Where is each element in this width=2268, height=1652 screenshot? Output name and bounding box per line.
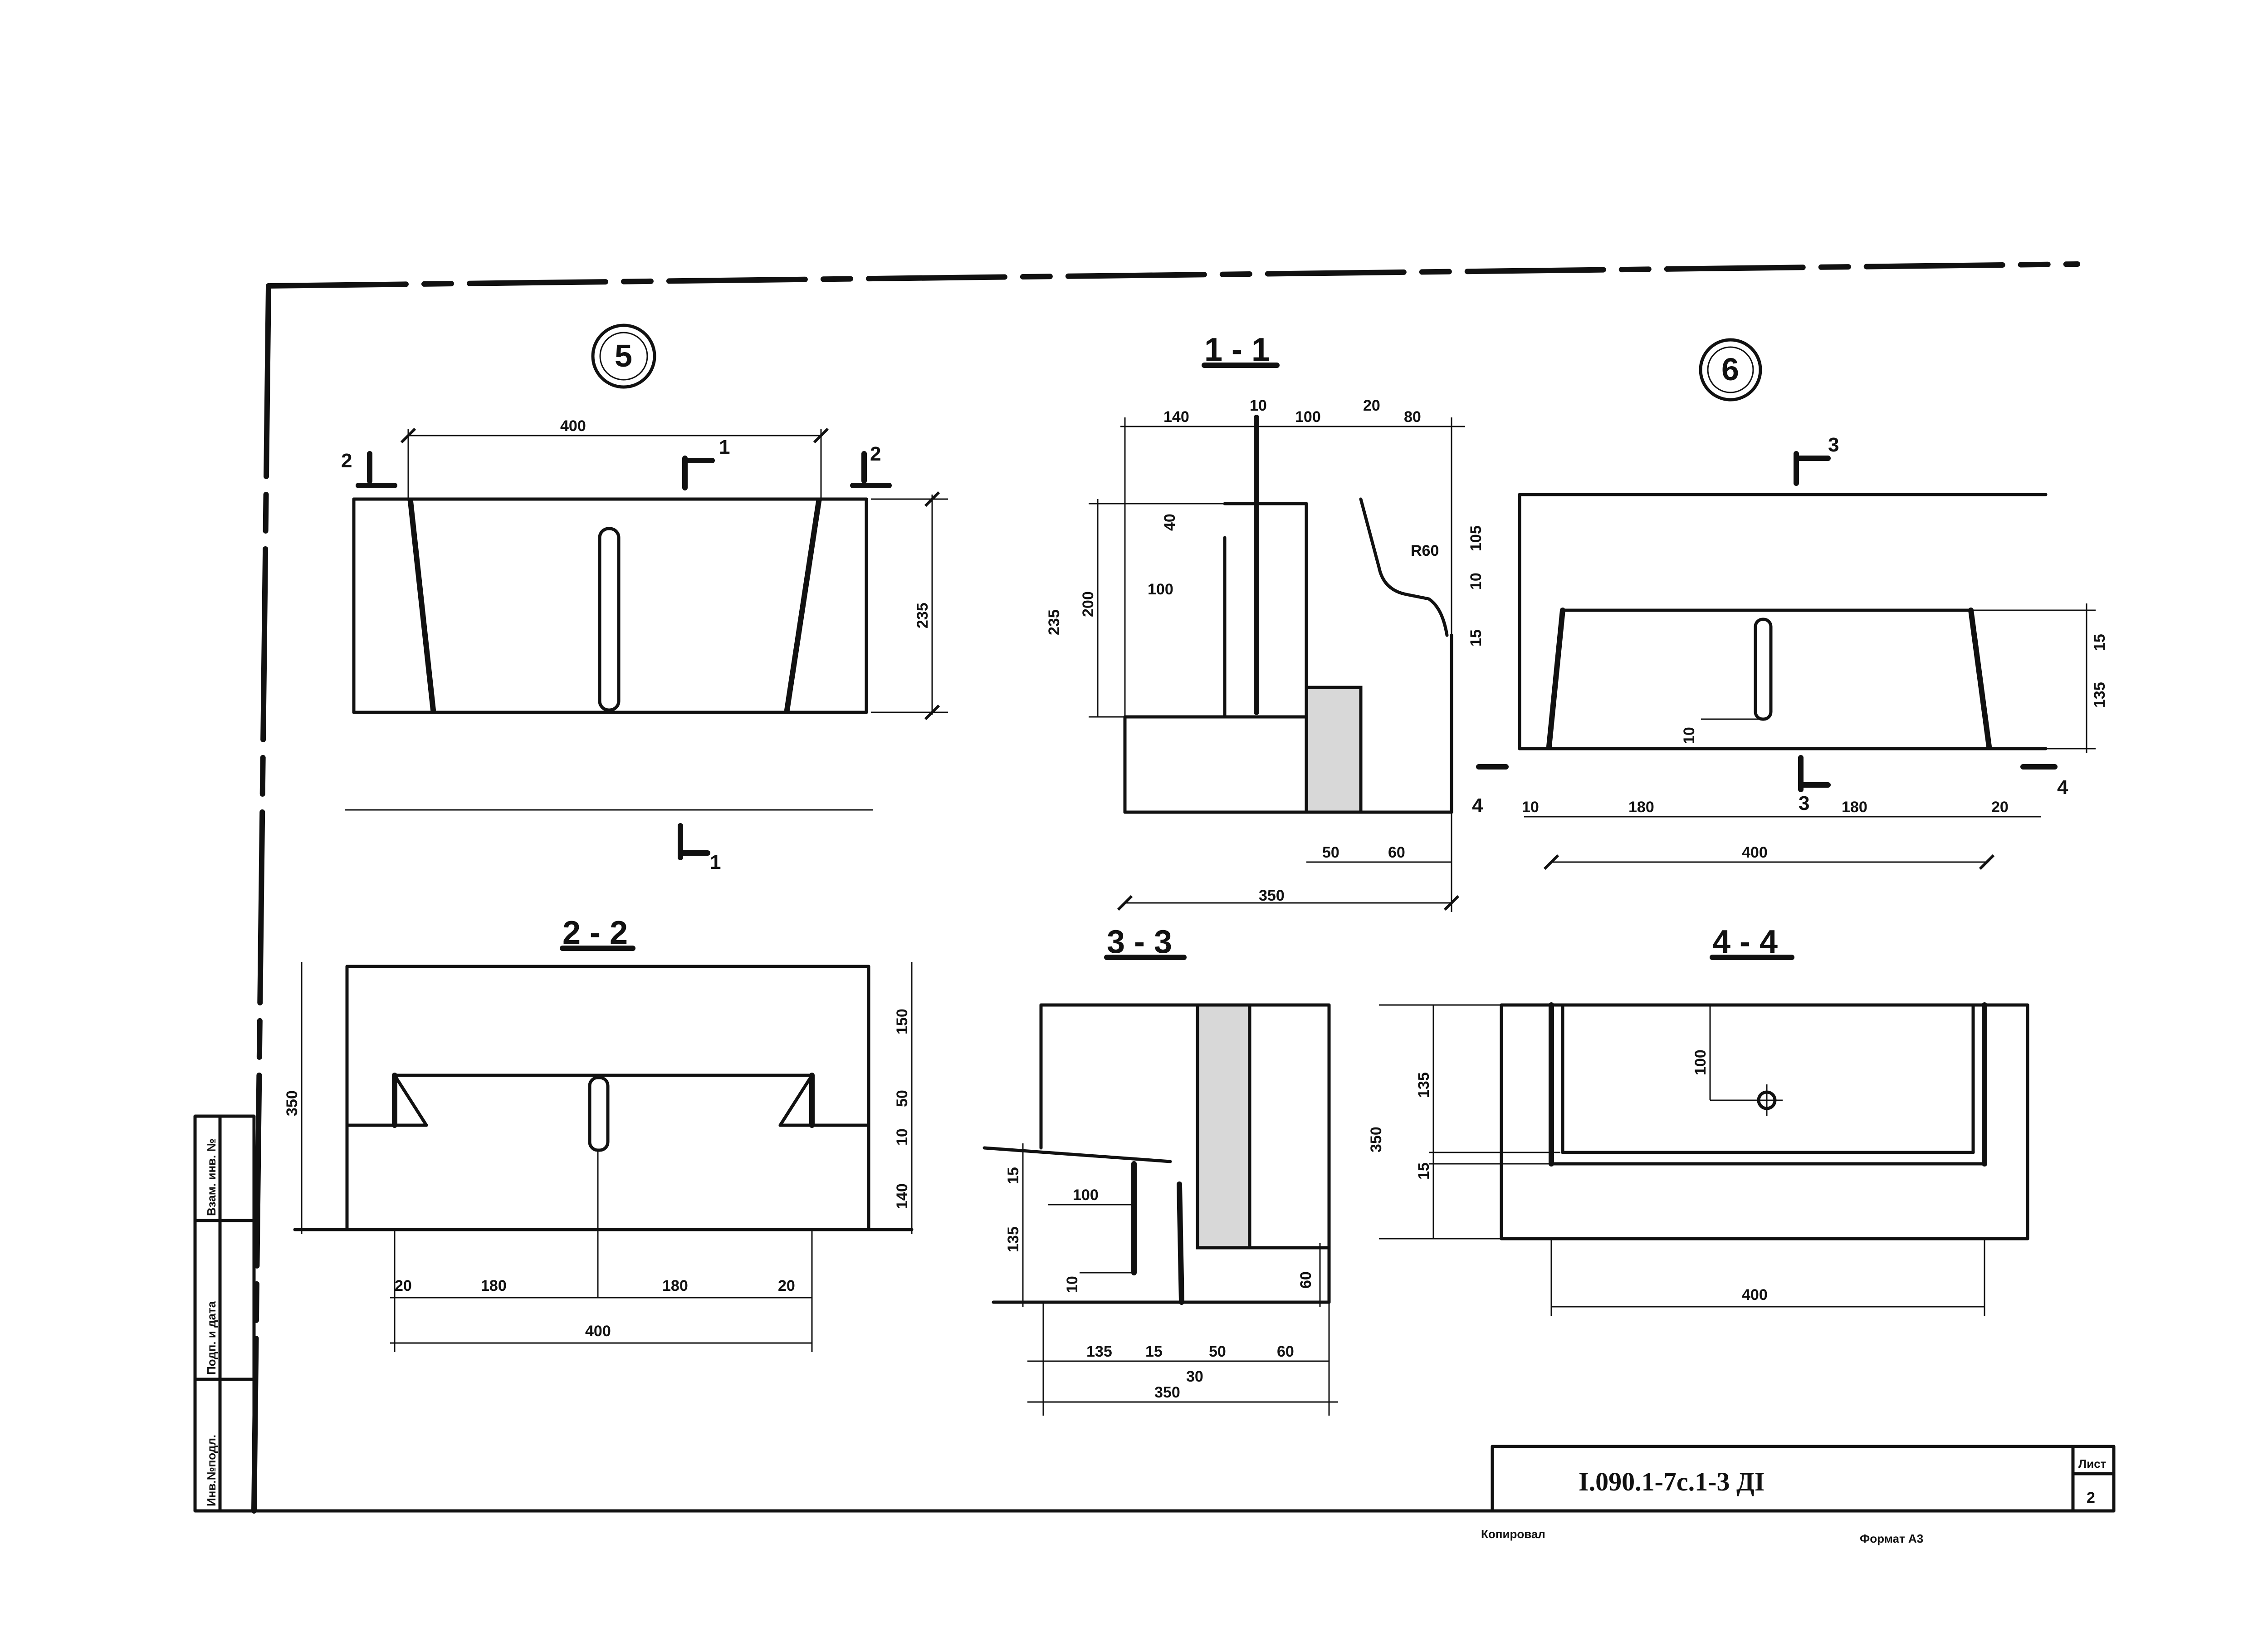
s11-dim-140: 140 <box>1163 408 1189 426</box>
detail-6 <box>1476 338 2096 870</box>
cut-3-top: 3 <box>1828 434 1839 456</box>
s33-dim-135b: 135 <box>1086 1343 1112 1360</box>
cut-2-left: 2 <box>341 450 352 472</box>
s44-dim-135: 135 <box>1415 1072 1432 1098</box>
s44-dim-100: 100 <box>1692 1049 1709 1075</box>
s44-dim-15: 15 <box>1415 1162 1432 1180</box>
s11-dim-200: 200 <box>1080 591 1097 617</box>
d6-dim-15: 15 <box>2091 634 2108 651</box>
section-2-2-title: 2 - 2 <box>562 915 628 951</box>
section-3-3-title: 3 - 3 <box>1107 924 1172 960</box>
d6-dim-400: 400 <box>1742 844 1768 861</box>
cut-4-left: 4 <box>1472 794 1483 817</box>
sheet-label: Лист <box>2078 1457 2107 1471</box>
s33-dim-15b: 15 <box>1145 1343 1163 1360</box>
s33-dim-100: 100 <box>1073 1186 1099 1204</box>
s33-dim-60b: 60 <box>1277 1343 1294 1360</box>
section-1-1 <box>1089 363 1465 912</box>
s11-dim-10b: 10 <box>1467 573 1485 590</box>
s33-dim-10: 10 <box>1064 1276 1081 1293</box>
title-block <box>1491 1445 2116 1513</box>
d6-dim-180a: 180 <box>1628 799 1654 816</box>
s33-dim-135: 135 <box>1005 1226 1022 1252</box>
insulation-hatch <box>1305 686 1363 814</box>
detail-5-number: 5 <box>615 338 632 373</box>
s11-dim-235: 235 <box>1046 609 1063 635</box>
detail-5-dim-235: 235 <box>914 603 931 628</box>
detail-5 <box>345 324 948 860</box>
doc-code: I.090.1-7c.1-3 ДI <box>1579 1467 1765 1496</box>
s11-dim-80: 80 <box>1404 408 1421 426</box>
side-stamp-sign-date: Подп. и дата <box>205 1301 218 1375</box>
cut-2-right: 2 <box>870 443 881 465</box>
s11-dim-350: 350 <box>1259 887 1285 904</box>
s22-dim-140: 140 <box>894 1183 911 1209</box>
s22-dim-20a: 20 <box>395 1277 412 1294</box>
s11-dim-20: 20 <box>1363 397 1380 414</box>
sheet-number: 2 <box>2087 1489 2095 1506</box>
d6-dim-10: 10 <box>1522 799 1539 816</box>
copied-label: Копировал <box>1481 1527 1545 1541</box>
s22-dim-50: 50 <box>894 1090 911 1107</box>
cut-4-right: 4 <box>2057 776 2068 799</box>
section-1-1-title: 1 - 1 <box>1204 332 1270 368</box>
section-3-3 <box>982 955 1338 1416</box>
d6-dim-135: 135 <box>2091 682 2108 708</box>
insulation-hatch-3 <box>1196 1003 1251 1250</box>
s11-dim-15: 15 <box>1467 629 1485 647</box>
s33-dim-60: 60 <box>1297 1271 1315 1289</box>
s11-dim-50: 50 <box>1322 844 1339 861</box>
sheet-frame <box>193 261 2116 1514</box>
s22-dim-20b: 20 <box>778 1277 795 1294</box>
detail-6-number: 6 <box>1721 352 1739 387</box>
side-stamp-inv: Инв.№подл. <box>205 1435 218 1506</box>
s11-dim-60: 60 <box>1388 844 1405 861</box>
format-label: Формат А3 <box>1860 1532 1923 1545</box>
s11-dim-100b: 100 <box>1148 581 1173 598</box>
s44-dim-350: 350 <box>1368 1127 1385 1152</box>
s33-dim-350: 350 <box>1154 1384 1180 1401</box>
s11-dim-10: 10 <box>1250 397 1267 414</box>
d6-dim-20: 20 <box>1991 799 2009 816</box>
s22-dim-180b: 180 <box>662 1277 688 1294</box>
s33-dim-15: 15 <box>1005 1167 1022 1184</box>
s33-dim-30: 30 <box>1186 1368 1203 1385</box>
section-4-4 <box>1379 955 2029 1316</box>
s11-dim-105: 105 <box>1467 525 1485 551</box>
section-4-4-title: 4 - 4 <box>1712 924 1778 960</box>
s33-dim-50: 50 <box>1209 1343 1226 1360</box>
s11-dim-100: 100 <box>1295 408 1321 426</box>
s22-dim-400: 400 <box>585 1323 611 1340</box>
cut-3-bottom: 3 <box>1799 792 1809 814</box>
s22-dim-10: 10 <box>894 1128 911 1146</box>
d6-dim-180b: 180 <box>1842 799 1867 816</box>
s11-dim-40: 40 <box>1161 514 1178 531</box>
cut-1-bottom: 1 <box>710 851 721 873</box>
s22-dim-150: 150 <box>894 1009 911 1034</box>
detail-5-dim-400: 400 <box>560 417 586 435</box>
section-2-2 <box>293 946 914 1352</box>
s11-dim-r60: R60 <box>1411 542 1439 559</box>
s44-dim-400: 400 <box>1742 1286 1768 1304</box>
d6-dim-10b: 10 <box>1681 727 1698 744</box>
s22-dim-180a: 180 <box>481 1277 507 1294</box>
side-stamp-replaced: Взам. инв. № <box>205 1138 218 1216</box>
s22-dim-350: 350 <box>284 1090 301 1116</box>
cut-1-top: 1 <box>719 436 730 458</box>
